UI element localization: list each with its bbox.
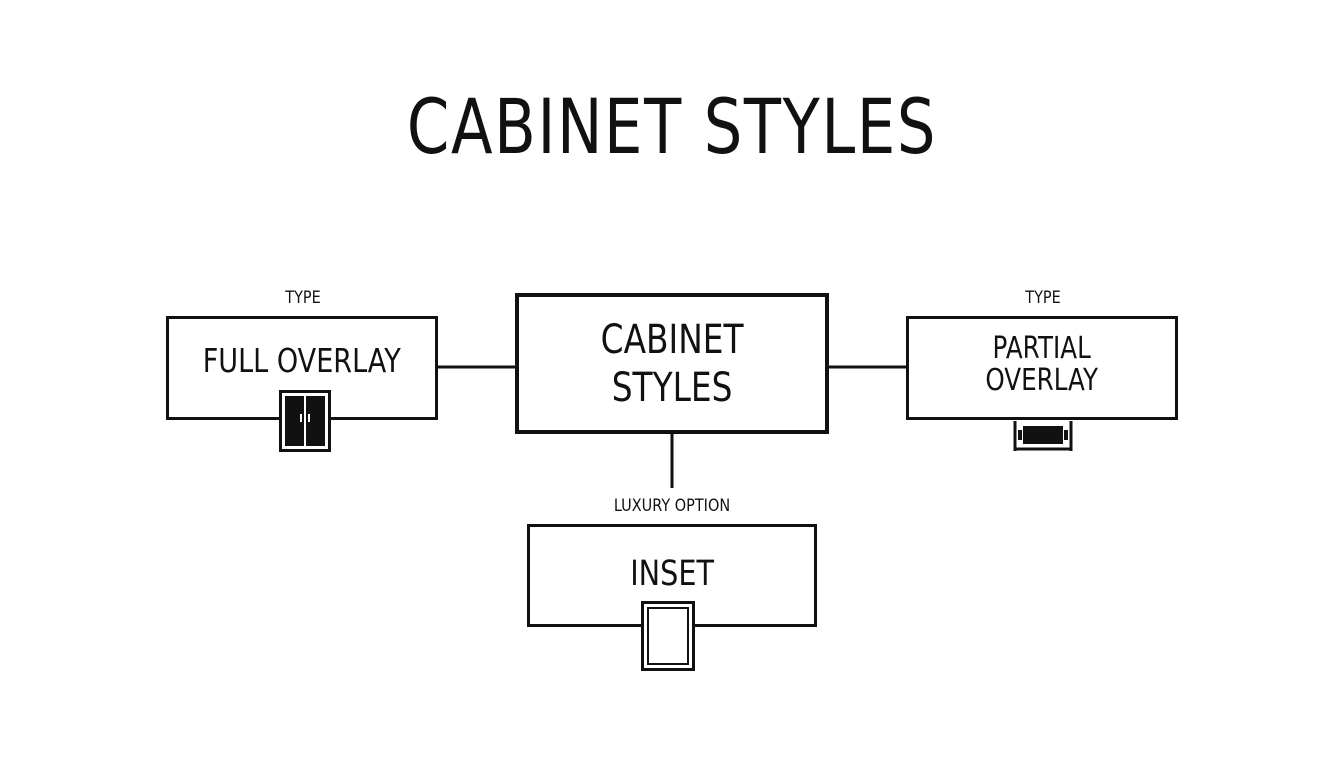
right-type-tag: TYPE — [1025, 288, 1061, 308]
partial-overlay-label-line1: PARTIAL — [992, 331, 1092, 366]
partial-overlay-box: PARTIAL OVERLAY — [906, 316, 1178, 420]
inset-label: INSET — [630, 553, 714, 594]
inset-door-icon — [641, 601, 695, 671]
full-overlay-door-icon — [279, 390, 331, 452]
luxury-option-tag: LUXURY OPTION — [613, 496, 731, 516]
center-label-line1: CABINET — [600, 316, 744, 363]
cabinet-styles-center-box: CABINET STYLES — [515, 293, 829, 434]
full-overlay-label: FULL OVERLAY — [202, 341, 402, 380]
partial-overlay-label-line2: OVERLAY — [985, 363, 1099, 398]
diagram-title: CABINET STYLES — [406, 82, 938, 171]
left-type-tag: TYPE — [285, 288, 321, 308]
partial-overlay-door-icon — [1013, 421, 1073, 451]
center-label-line2: STYLES — [611, 364, 733, 411]
